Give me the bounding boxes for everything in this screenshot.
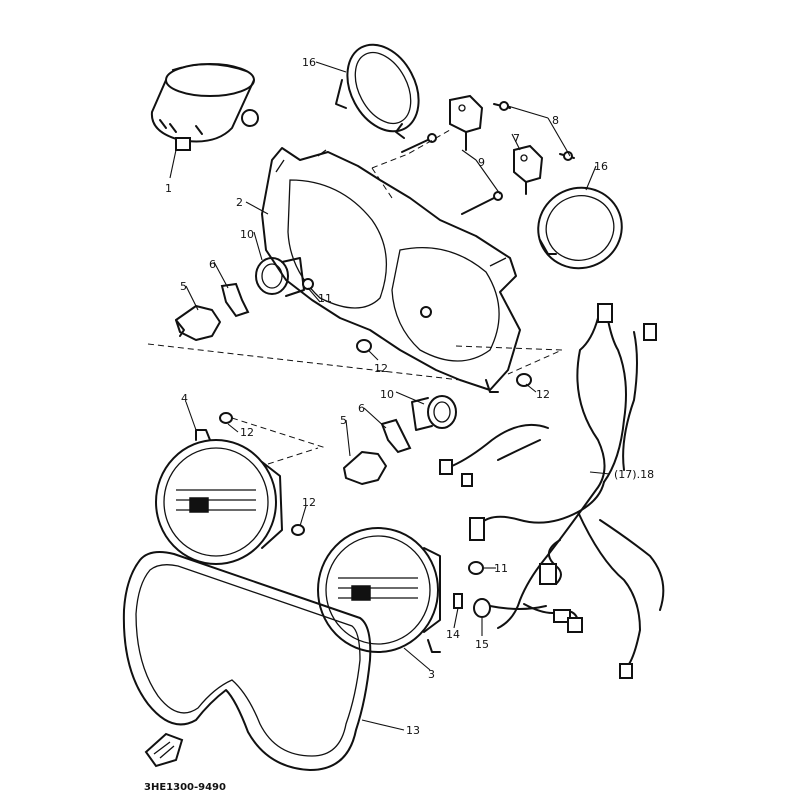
alignment-lines [147,129,563,465]
label-part-12-d: 12 [302,496,316,509]
part-labels: 1 16 8 7 9 16 2 10 6 5 11 12 12 10 6 5 4… [144,56,654,793]
label-part-11-lower: 11 [494,562,508,575]
label-part-9: 9 [478,156,485,169]
headlight-left [155,412,305,565]
label-part-8: 8 [552,114,559,127]
label-part-12-a: 12 [374,362,388,375]
label-part-16-upper: 16 [302,56,316,69]
label-part-6-upper: 6 [209,258,216,271]
small-parts-lower [453,561,547,618]
headlight-right [317,527,441,653]
label-part-12-b: 12 [536,388,550,401]
label-part-12-c: 12 [240,426,254,439]
clip-12-upper [356,339,532,387]
label-part-15: 15 [475,638,489,651]
tag-part [144,732,184,768]
label-part-7: 7 [513,132,520,145]
label-part-10-upper: 10 [240,228,254,241]
label-part-3: 3 [428,668,435,681]
leader-lines [169,61,611,731]
label-part-5-lower: 5 [340,414,347,427]
diagram-code: 3HE1300-9490 [144,782,226,793]
label-part-1: 1 [165,182,172,195]
label-part-2: 2 [236,196,243,209]
label-part-16-right: 16 [594,160,608,173]
label-part-5-upper: 5 [180,280,187,293]
bracket-part [401,94,575,215]
label-part-11-upper: 11 [318,292,332,305]
label-part-17-18: (17).18 [614,468,654,481]
label-part-10-lower: 10 [380,388,394,401]
socket-group-upper [175,257,314,341]
bezel-part [122,551,372,771]
meter-part [150,63,259,151]
rim-part-right [537,186,623,270]
label-part-6-lower: 6 [358,402,365,415]
label-part-4: 4 [181,392,188,405]
label-part-14: 14 [446,628,460,641]
socket-group-lower [343,395,457,485]
wire-harness [439,303,665,679]
housing-part [261,147,521,393]
label-part-13: 13 [406,724,420,737]
rim-part-upper [335,43,420,139]
